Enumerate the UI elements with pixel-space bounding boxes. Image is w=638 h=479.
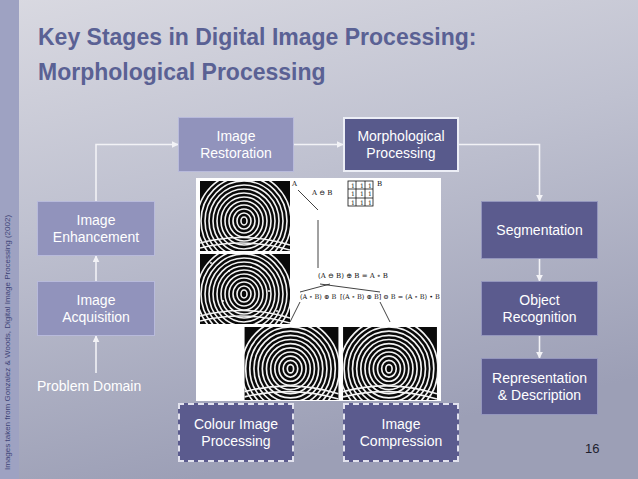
slide-title: Key Stages in Digital Image Processing: … <box>38 20 618 90</box>
stage-label: Image Acquisition <box>44 292 148 326</box>
stage-box: Object Recognition <box>481 281 598 336</box>
figure-annotation: B <box>377 180 382 189</box>
stage-box: Segmentation <box>481 201 598 259</box>
figure-annotation: (A ∘ B) ⊕ B <box>300 293 336 301</box>
figure-annotation: A ⊖ B <box>312 189 333 198</box>
flow-arrow <box>459 145 540 202</box>
optional-stage-box: Colour Image Processing <box>178 403 294 462</box>
figure-annotation: 1 <box>360 199 364 207</box>
stage-label: Image Compression <box>351 416 451 450</box>
stage-box: Image Acquisition <box>37 281 155 336</box>
flow-arrow <box>95 336 97 373</box>
figure-annotation: 1 <box>368 190 372 198</box>
fingerprint-illustration <box>196 173 441 419</box>
stage-text-node: Problem Domain <box>30 373 162 399</box>
stage-box: Image Restoration <box>178 117 294 172</box>
stage-label: Representation & Description <box>488 370 591 404</box>
stage-label: Image Restoration <box>185 128 287 162</box>
stage-box: Morphological Processing <box>343 117 459 172</box>
figure-annotation: 1 <box>351 190 355 198</box>
figure-annotation: 1 <box>351 182 355 190</box>
stage-label: Object Recognition <box>488 292 591 326</box>
stage-label: Segmentation <box>496 222 582 239</box>
page-number: 16 <box>585 441 599 457</box>
figure-annotation: A <box>292 180 297 189</box>
stage-box: Image Enhancement <box>37 201 155 256</box>
flow-arrow <box>539 259 541 281</box>
sidebar-credit: Images taken from Gonzalez & Woods, Digi… <box>0 0 16 474</box>
figure-annotation: 1 <box>360 190 364 198</box>
figure-annotation: 1 <box>368 182 372 190</box>
stage-label: Morphological Processing <box>351 128 451 162</box>
flow-arrow <box>294 144 343 146</box>
stage-label: Colour Image Processing <box>186 416 286 450</box>
figure-annotation: 1 <box>360 182 364 190</box>
figure-annotation: 1 <box>351 199 355 207</box>
optional-stage-box: Image Compression <box>343 403 459 462</box>
flow-arrow <box>539 336 541 358</box>
figure-annotation: (A ⊖ B) ⊕ B = A ∘ B <box>318 272 388 281</box>
figure-annotation: 1 <box>368 199 372 207</box>
flow-arrow <box>95 256 97 281</box>
stage-label: Problem Domain <box>37 378 141 395</box>
figure-annotation: [(A ∘ B) ⊕ B] ⊖ B = (A ∘ B) • B <box>340 293 440 301</box>
stage-box: Representation & Description <box>481 358 598 415</box>
stage-label: Image Enhancement <box>44 212 148 246</box>
flow-arrow <box>96 145 178 202</box>
